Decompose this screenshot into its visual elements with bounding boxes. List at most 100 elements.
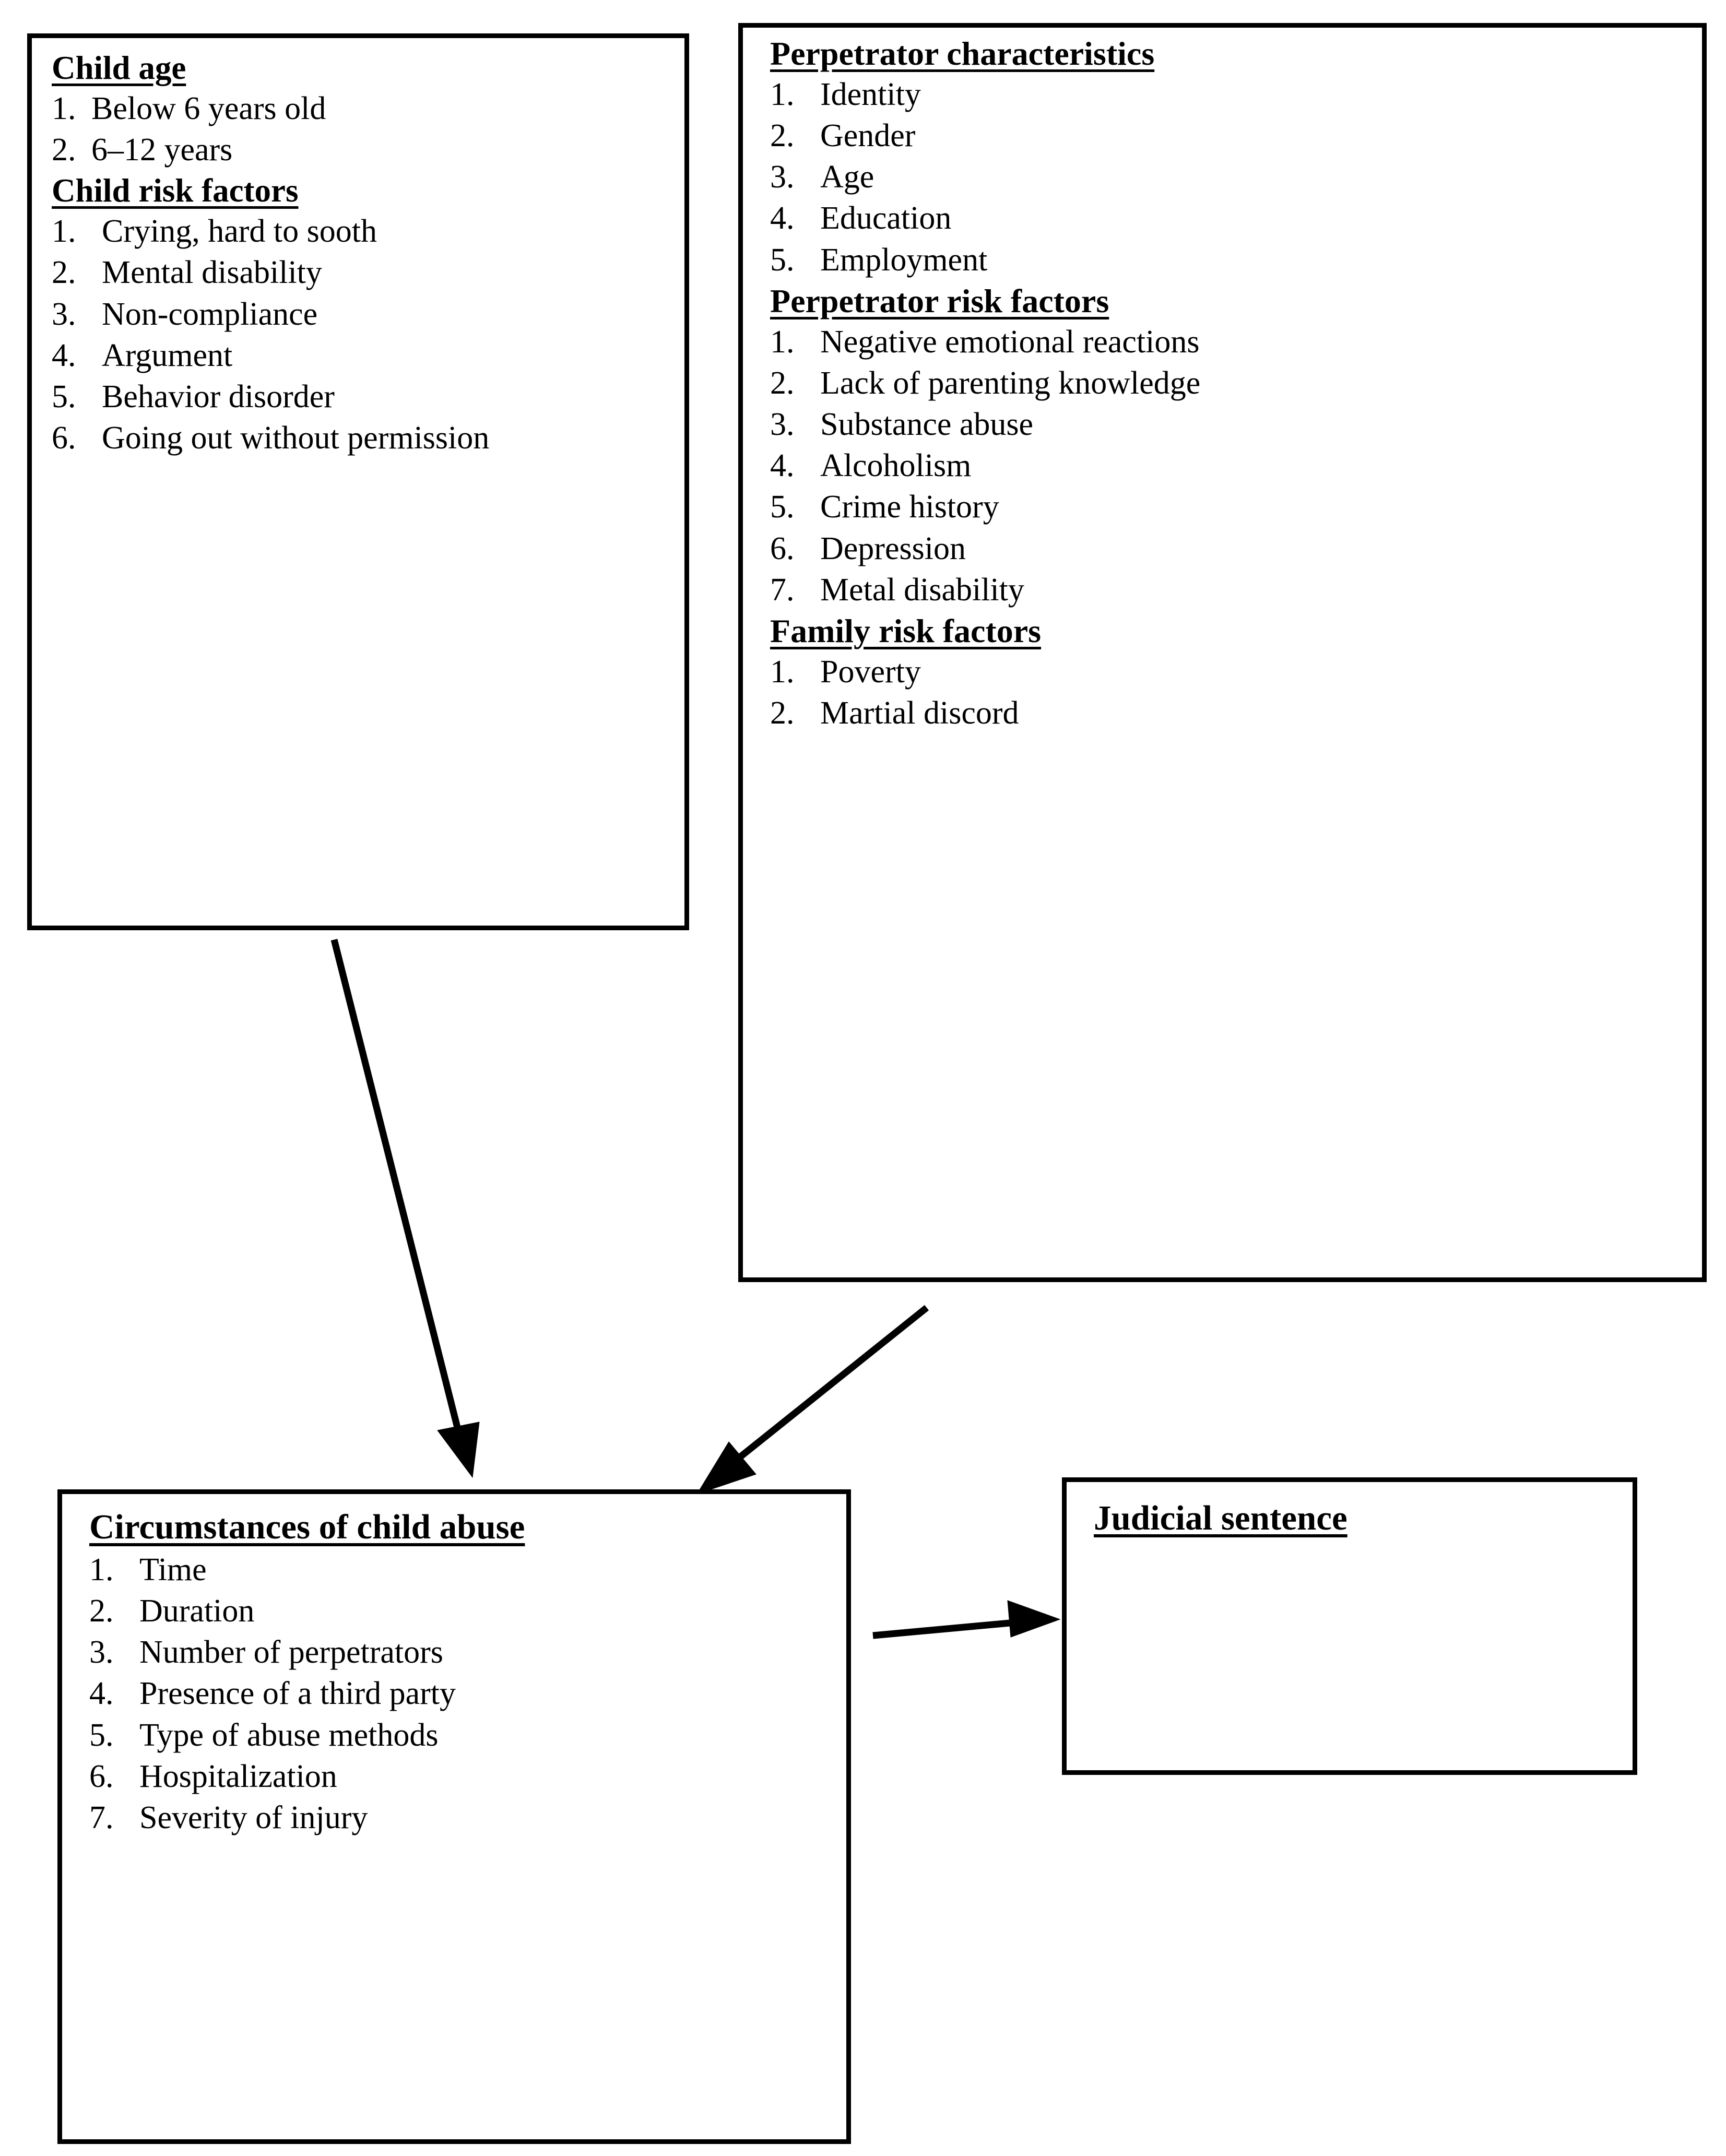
list-number: 5. <box>52 378 76 414</box>
heading-judicial-sentence: Judicial sentence <box>1094 1499 1347 1537</box>
list-label: Duration <box>139 1593 255 1629</box>
list-item: 2. Martial discord <box>770 694 1686 732</box>
list-number: 4. <box>770 200 795 236</box>
list-item: 2. Duration <box>89 1592 831 1630</box>
list-label: Type of abuse methods <box>139 1717 439 1753</box>
list-item: 6. Depression <box>770 530 1686 568</box>
list-item: 6. Going out without permission <box>52 419 669 457</box>
list-item: 1. Crying, hard to sooth <box>52 212 669 251</box>
list-number: 3. <box>770 407 795 443</box>
list-label: Poverty <box>820 654 921 690</box>
list-label: Severity of injury <box>139 1799 368 1835</box>
list-label: Identity <box>820 77 921 112</box>
list-item: 4. Alcoholism <box>770 447 1686 485</box>
list-perpetrator-characteristics: 1. Identity 2. Gender 3. Age 4. Educatio… <box>770 76 1686 279</box>
list-number: 3. <box>52 296 76 332</box>
list-label: Non-compliance <box>102 296 318 332</box>
list-number: 5. <box>89 1717 114 1753</box>
list-number: 2. <box>52 255 76 291</box>
list-number: 1. <box>770 324 795 360</box>
list-label: Behavior disorder <box>102 378 335 414</box>
list-number: 1. <box>89 1552 114 1588</box>
heading-family-risk-factors: Family risk factors <box>770 612 1041 649</box>
list-number: 2. <box>770 695 795 731</box>
list-child-age: 1. Below 6 years old 2. 6–12 years <box>52 90 669 169</box>
list-item: 1. Identity <box>770 76 1686 114</box>
list-number: 2. <box>770 365 795 401</box>
list-number: 1. <box>52 214 76 250</box>
list-label: 6–12 years <box>91 132 233 168</box>
arrow-child-to-circumstances <box>330 939 480 1478</box>
list-item: 4. Presence of a third party <box>89 1675 831 1713</box>
list-item: 3. Substance abuse <box>770 406 1686 444</box>
box-perpetrator-factors: Perpetrator characteristics 1. Identity … <box>738 23 1707 1282</box>
list-label: Going out without permission <box>102 420 490 456</box>
list-item: 1. Time <box>89 1551 831 1589</box>
list-label: Depression <box>820 530 966 566</box>
list-label: Below 6 years old <box>91 91 326 126</box>
list-family-risk-factors: 1. Poverty 2. Martial discord <box>770 653 1686 732</box>
list-item: 3. Number of perpetrators <box>89 1633 831 1672</box>
list-number: 7. <box>770 572 795 608</box>
list-number: 2. <box>770 118 795 154</box>
list-number: 6. <box>89 1758 114 1794</box>
list-item: 2. Gender <box>770 117 1686 155</box>
list-number: 2. <box>52 132 76 168</box>
list-number: 1. <box>770 77 795 112</box>
list-number: 4. <box>770 448 795 484</box>
list-label: Number of perpetrators <box>139 1634 443 1671</box>
list-item: 6. Hospitalization <box>89 1758 831 1796</box>
list-number: 1. <box>52 91 76 126</box>
list-item: 5. Employment <box>770 241 1686 279</box>
list-item: 7. Metal disability <box>770 571 1686 609</box>
list-item: 2. Mental disability <box>52 254 669 292</box>
list-item: 1. Poverty <box>770 653 1686 691</box>
list-label: Crying, hard to sooth <box>102 214 377 250</box>
heading-child-age: Child age <box>52 50 186 86</box>
list-number: 1. <box>770 654 795 690</box>
list-label: Crime history <box>820 489 999 525</box>
list-child-risk-factors: 1. Crying, hard to sooth 2. Mental disab… <box>52 212 669 457</box>
heading-child-risk-factors: Child risk factors <box>52 172 299 209</box>
list-label: Negative emotional reactions <box>820 324 1200 360</box>
list-item: 2. Lack of parenting knowledge <box>770 364 1686 402</box>
heading-perpetrator-risk-factors: Perpetrator risk factors <box>770 282 1109 319</box>
list-label: Martial discord <box>820 695 1019 731</box>
list-item: 5. Crime history <box>770 488 1686 526</box>
list-number: 5. <box>770 489 795 525</box>
list-item: 4. Education <box>770 199 1686 238</box>
box-child-factors: Child age 1. Below 6 years old 2. 6–12 y… <box>27 33 689 930</box>
list-label: Metal disability <box>820 572 1024 608</box>
list-item: 2. 6–12 years <box>52 131 669 169</box>
list-item: 7. Severity of injury <box>89 1799 831 1837</box>
list-number: 3. <box>770 159 795 195</box>
heading-perpetrator-characteristics: Perpetrator characteristics <box>770 35 1155 72</box>
box-circumstances-of-child-abuse: Circumstances of child abuse 1. Time 2. … <box>57 1489 851 2144</box>
list-item: 3. Age <box>770 158 1686 196</box>
list-circumstances: 1. Time 2. Duration 3. Number of perpetr… <box>89 1551 831 1837</box>
list-label: Education <box>820 200 952 236</box>
list-number: 5. <box>770 242 795 278</box>
list-label: Substance abuse <box>820 407 1034 443</box>
list-label: Alcoholism <box>820 448 972 484</box>
list-number: 3. <box>89 1634 114 1671</box>
list-number: 2. <box>89 1593 114 1629</box>
list-label: Mental disability <box>102 255 322 291</box>
list-item: 4. Argument <box>52 337 669 375</box>
list-label: Hospitalization <box>139 1758 337 1794</box>
list-item: 3. Non-compliance <box>52 295 669 334</box>
list-number: 4. <box>52 337 76 373</box>
list-label: Lack of parenting knowledge <box>820 365 1201 401</box>
list-label: Employment <box>820 242 988 278</box>
list-number: 6. <box>770 530 795 566</box>
list-label: Gender <box>820 118 916 154</box>
list-item: 1. Below 6 years old <box>52 90 669 128</box>
list-label: Presence of a third party <box>139 1676 456 1712</box>
list-item: 5. Behavior disorder <box>52 378 669 416</box>
list-number: 6. <box>52 420 76 456</box>
list-label: Age <box>820 159 874 195</box>
arrow-perpetrator-to-circumstances <box>696 1305 929 1495</box>
list-item: 5. Type of abuse methods <box>89 1716 831 1755</box>
arrow-circumstances-to-judicial <box>872 1600 1061 1639</box>
